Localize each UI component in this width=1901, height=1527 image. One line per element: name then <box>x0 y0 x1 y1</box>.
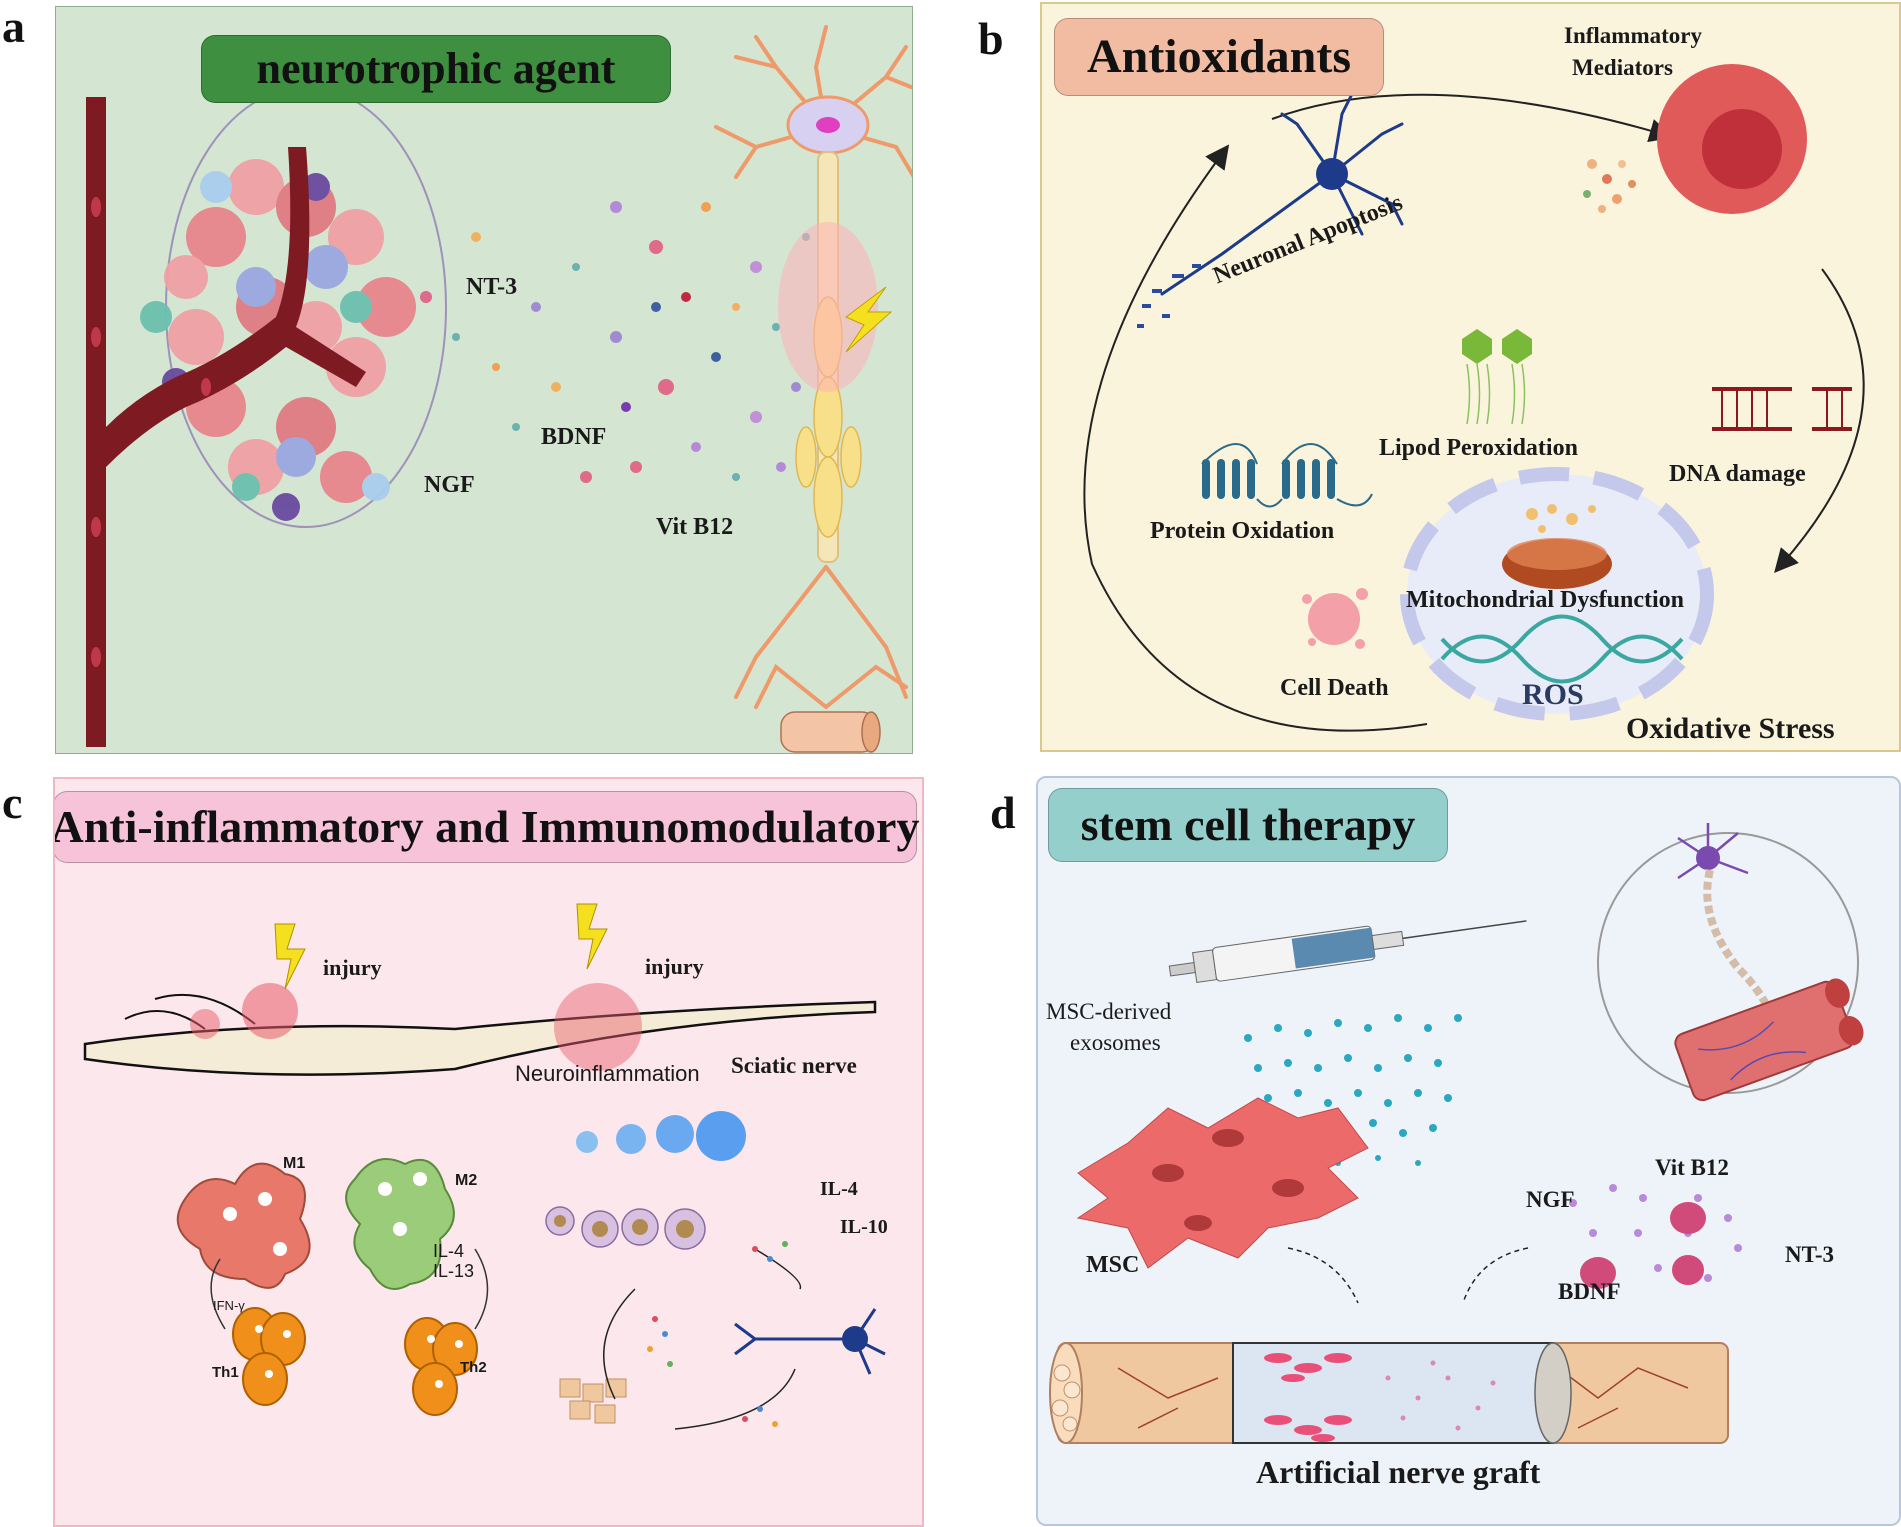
label-lipid-peroxidation: Lipod Peroxidation <box>1379 435 1578 461</box>
panel-b-title: Antioxidants <box>1054 18 1384 96</box>
panel-letter-b: b <box>978 13 1004 64</box>
label-injury-1: injury <box>323 955 382 980</box>
label-bdnf-a: BDNF <box>541 424 607 450</box>
panel-c-artwork <box>83 903 886 1430</box>
panel-letter-c: c <box>2 777 23 828</box>
label-dna-damage: DNA damage <box>1669 461 1806 487</box>
label-sciatic-nerve: Sciatic nerve <box>731 1053 857 1078</box>
panel-letter-d: d <box>990 787 1016 838</box>
label-vitb12-a: Vit B12 <box>656 514 734 540</box>
panel-d-title: stem cell therapy <box>1048 788 1448 862</box>
label-oxidative-stress: Oxidative Stress <box>1626 712 1835 745</box>
label-m2: M2 <box>455 1172 478 1189</box>
label-mediators: Mediators <box>1572 55 1673 80</box>
label-ros: ROS <box>1522 678 1584 711</box>
panel-c-title: Anti-inflammatory and Immunomodulatory <box>55 791 919 863</box>
label-ifn-gamma: IFN-γ <box>213 1298 245 1313</box>
label-protein-oxidation: Protein Oxidation <box>1150 518 1335 544</box>
label-bdnf-d: BDNF <box>1558 1279 1621 1304</box>
label-ngf-a: NGF <box>424 472 475 498</box>
label-msc-derived: MSC-derived <box>1046 999 1172 1024</box>
label-m1: M1 <box>283 1155 306 1172</box>
label-mitochondrial-dysfunction: Mitochondrial Dysfunction <box>1406 587 1685 613</box>
label-il4-a: IL-4 <box>433 1241 465 1261</box>
label-inflammatory: Inflammatory <box>1564 23 1702 48</box>
label-il10: IL-10 <box>840 1216 888 1238</box>
panel-d-artwork <box>1049 823 1864 1444</box>
label-th1: Th1 <box>212 1364 239 1381</box>
label-nt3-d: NT-3 <box>1785 1242 1834 1267</box>
label-artificial-nerve-graft: Artificial nerve graft <box>1256 1454 1541 1490</box>
panel-a-artwork <box>86 25 912 753</box>
label-ngf-d: NGF <box>1526 1187 1575 1212</box>
label-cell-death: Cell Death <box>1280 675 1389 701</box>
label-il4-c: IL-4 <box>820 1178 858 1200</box>
label-th2: Th2 <box>460 1359 487 1376</box>
label-nt3-a: NT-3 <box>466 274 518 300</box>
label-neuroinflammation: Neuroinflammation <box>515 1061 700 1086</box>
label-exosomes: exosomes <box>1070 1030 1161 1055</box>
panel-a-neurotrophic: neurotrophic agent NT-3 BDNF NGF Vit B12 <box>55 6 913 754</box>
panel-a-title: neurotrophic agent <box>201 35 671 103</box>
label-il13-a: IL-13 <box>433 1261 475 1281</box>
label-msc: MSC <box>1086 1252 1140 1278</box>
panel-d-stem-cell: stem cell therapy MSC-derived exosomes M… <box>1036 776 1901 1526</box>
label-vitb12-d: Vit B12 <box>1655 1155 1729 1180</box>
label-injury-2: injury <box>645 954 704 979</box>
panel-b-artwork <box>1083 64 1865 732</box>
panel-c-anti-inflammatory: Anti-inflammatory and Immunomodulatory i… <box>53 777 924 1527</box>
panel-b-antioxidants: Antioxidants Inflammatory Mediators Neur… <box>1040 2 1901 752</box>
panel-letter-a: a <box>2 1 25 52</box>
